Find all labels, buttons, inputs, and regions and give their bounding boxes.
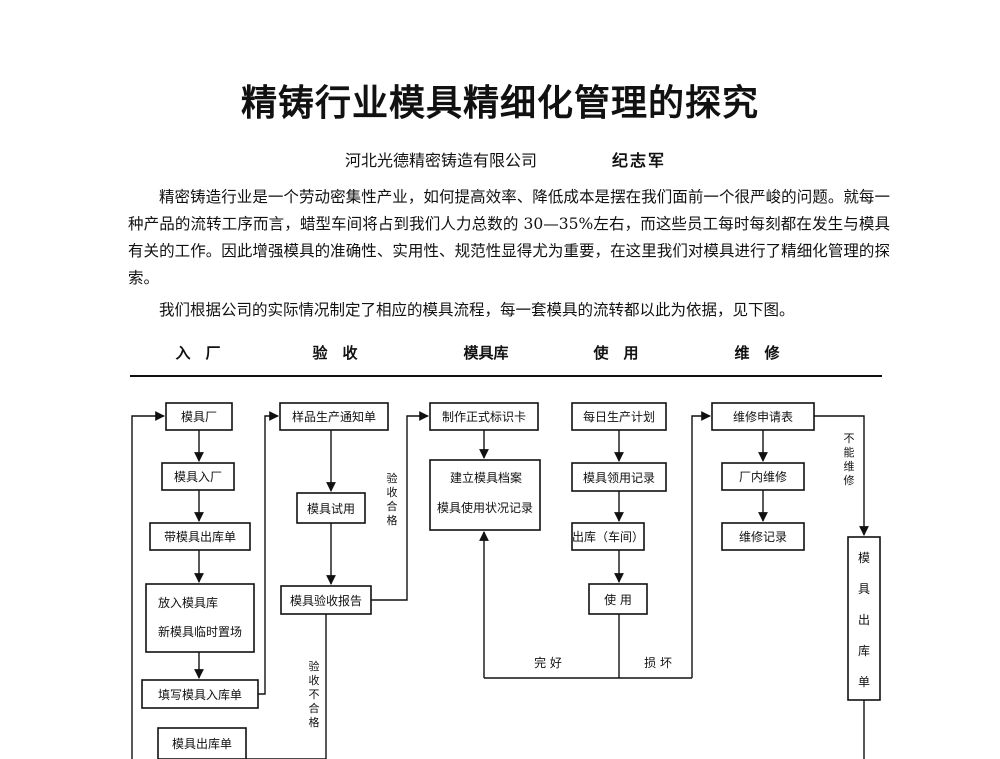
label-temp-storage: 新模具临时置场 <box>158 624 242 639</box>
label-mold-borrow: 模具领用记录 <box>583 471 655 485</box>
label-fill-in-slip: 填写模具入库单 <box>158 687 242 702</box>
paragraph-flow-intro: 我们根据公司的实际情况制定了相应的模具流程，每一套模具的流转都以此为依据，见下图… <box>159 301 795 319</box>
article-title: 精铸行业模具精细化管理的探究 <box>240 83 759 124</box>
edge-damaged: 损 坏 <box>644 656 672 670</box>
edge-fail-0: 验 <box>309 659 320 673</box>
edge-cannot-repair-2: 维 <box>844 460 855 473</box>
edge-fail-1: 收 <box>309 673 320 687</box>
edge-fail-4: 格 <box>309 715 320 729</box>
edge-pass-3: 格 <box>387 513 398 527</box>
column-header-mold-store: 模具库 <box>463 344 508 362</box>
label-out-to-workshop: 出库（车间） <box>572 529 644 544</box>
label-sample-notice: 样品生产通知单 <box>292 409 376 424</box>
box-mold-out-slip-with <box>149 522 251 551</box>
box-put-in-store <box>145 583 255 653</box>
column-header-repair: 维 修 <box>734 344 780 362</box>
label-use: 使 用 <box>604 592 632 607</box>
author-organization: 河北光德精密铸造有限公司 <box>345 151 538 170</box>
edge-pass-1: 收 <box>387 485 398 499</box>
label-daily-plan: 每日生产计划 <box>583 409 655 424</box>
author-name: 纪志军 <box>612 151 667 170</box>
label-mold-out-slip: 模具出库单 <box>172 736 232 751</box>
mold-flowchart: 入 厂 验 收 模具库 使 用 维 修 <box>130 344 882 759</box>
box-mold-out-slip <box>157 727 247 759</box>
label-mold-factory: 模具厂 <box>181 410 217 424</box>
edge-fail-2: 不 <box>309 688 320 701</box>
label-acceptance-report: 模具验收报告 <box>290 593 362 608</box>
label-repair-record: 维修记录 <box>739 529 787 544</box>
edge-intact: 完 好 <box>534 655 562 670</box>
box-sample-notice <box>279 402 389 431</box>
label-in-house-repair: 厂内维修 <box>739 469 787 484</box>
column-header-use: 使 用 <box>592 344 638 362</box>
box-mold-entry <box>161 462 235 491</box>
label-put-in-store: 放入模具库 <box>158 595 218 610</box>
label-mold-entry: 模具入厂 <box>174 470 222 484</box>
edge-pass-2: 合 <box>387 499 398 513</box>
box-repair-record <box>721 522 805 551</box>
box-archive <box>429 459 541 531</box>
paragraph-intro: 精密铸造行业是一个劳动密集性产业，如何提高效率、降低成本是摆在我们面前一个很严峻… <box>128 188 890 287</box>
box-use <box>588 583 648 615</box>
label-mold-out-vertical-4: 单 <box>858 675 870 689</box>
label-mold-out-vertical-1: 具 <box>858 582 870 596</box>
label-mold-out-vertical-3: 库 <box>858 643 870 658</box>
column-header-entry: 入 厂 <box>175 344 220 362</box>
label-mold-out-slip-with: 带模具出库单 <box>164 529 236 544</box>
label-mold-out-vertical-0: 模 <box>858 551 870 565</box>
edge-pass-0: 验 <box>387 471 398 485</box>
edge-cannot-repair-0: 不 <box>844 432 855 445</box>
label-build-archive: 建立模具档案 <box>450 470 522 485</box>
label-usage-record: 模具使用状况记录 <box>437 500 533 515</box>
edge-cannot-repair-3: 修 <box>844 473 855 487</box>
label-repair-request: 维修申请表 <box>733 409 793 424</box>
label-mold-trial: 模具试用 <box>307 501 355 516</box>
edge-fail-3: 合 <box>309 701 320 715</box>
label-mold-out-vertical-2: 出 <box>858 613 870 627</box>
column-header-acceptance: 验 收 <box>312 344 357 362</box>
label-make-id-card: 制作正式标识卡 <box>442 410 526 424</box>
edge-cannot-repair-1: 能 <box>844 445 855 459</box>
box-out-to-workshop <box>571 522 645 551</box>
